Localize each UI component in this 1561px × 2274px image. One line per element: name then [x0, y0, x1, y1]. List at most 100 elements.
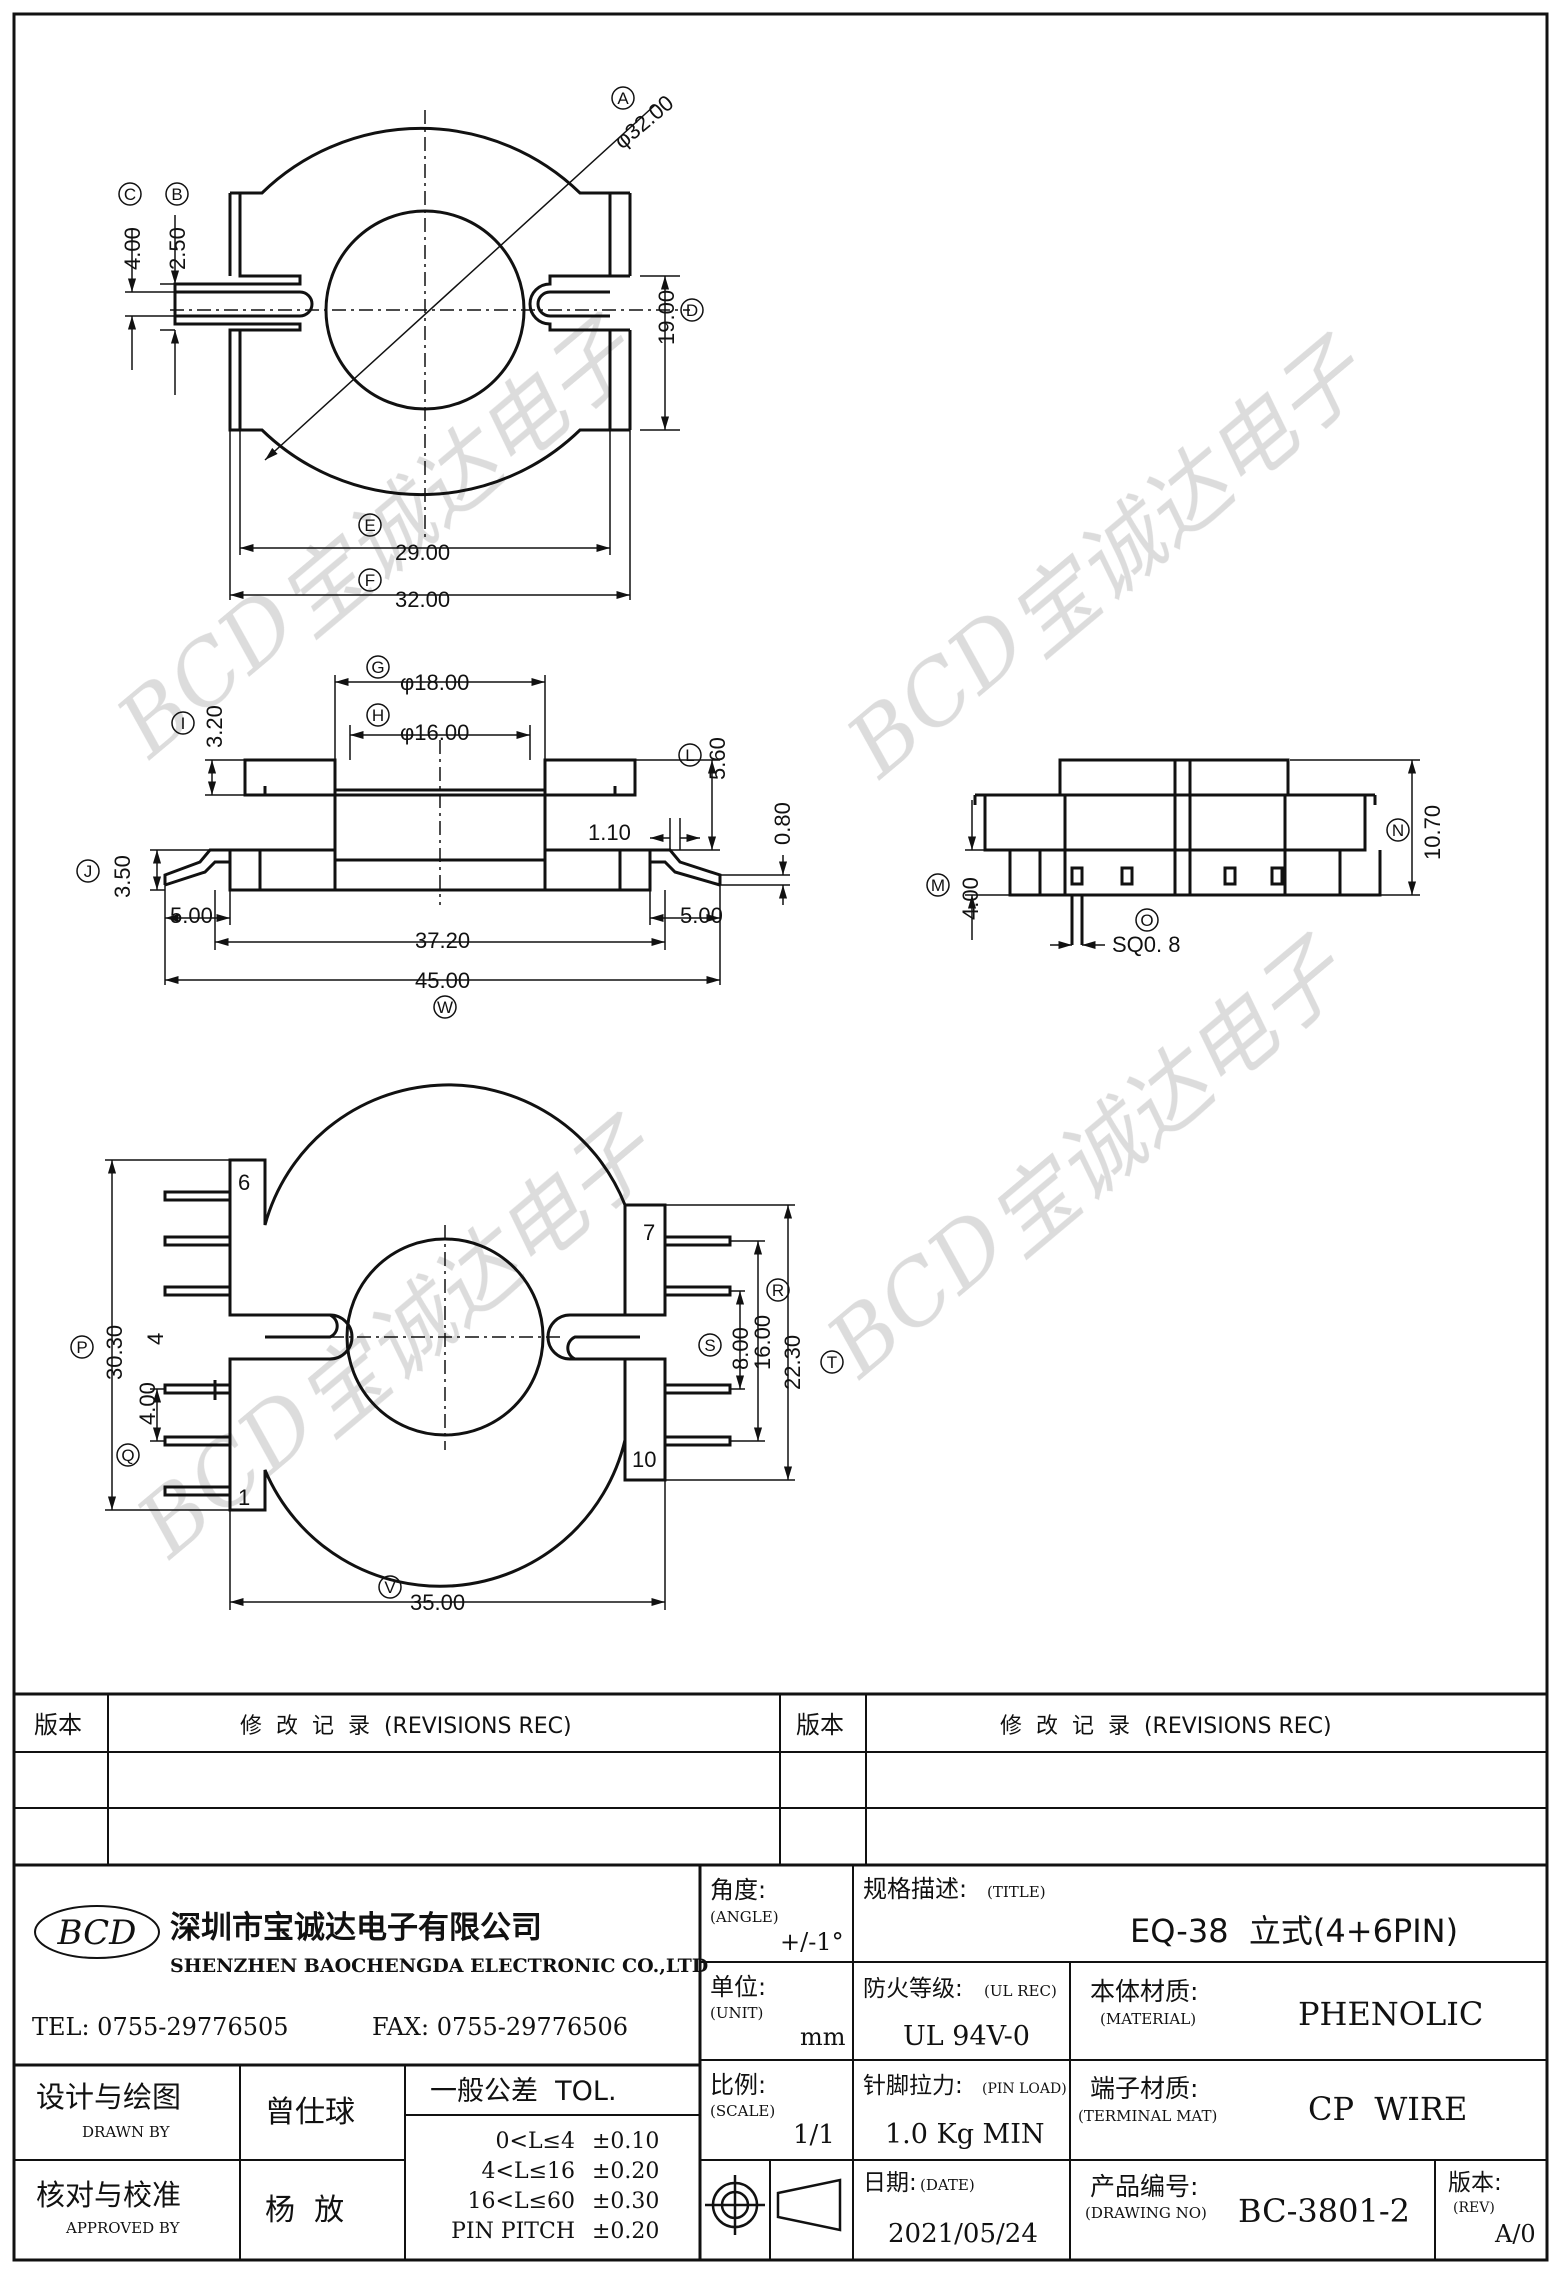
pin-7: 7 — [643, 1220, 655, 1245]
label-q: Q — [121, 1446, 134, 1465]
terminal-label: 端子材质: — [1090, 2074, 1198, 2103]
dim-45-00: 45.00 — [415, 968, 470, 993]
label-m: M — [931, 876, 945, 895]
checker-label: 核对与校准 — [36, 2178, 181, 2212]
dim-5-00-right: 5.00 — [680, 903, 723, 928]
dim-sq: SQ0. 8 — [1112, 932, 1180, 957]
side-view-dims — [150, 675, 790, 985]
label-n: N — [1392, 821, 1404, 840]
title-block-grid — [14, 1865, 1547, 2260]
designer-label-en: DRAWN BY — [82, 2123, 171, 2141]
company-name-cn: 深圳市宝诚达电子有限公司 — [170, 1910, 542, 1946]
side-view-labels: G φ18.00 H φ16.00 I 3.20 L 5.60 1.10 0.8… — [76, 655, 795, 1019]
angle-label: 角度: — [710, 1876, 766, 1904]
rev-record-header-right: 修 改 记 录 (REVISIONS REC) — [1000, 1714, 1332, 1739]
watermark-cn-3: 宝诚达电子 — [279, 1100, 677, 1456]
dim-16-00: 16.00 — [750, 1315, 775, 1370]
tol-range-3: PIN PITCH — [451, 2219, 575, 2244]
dim-4-00-bottom: 4.00 — [135, 1382, 160, 1425]
dim-dia18: φ18.00 — [400, 670, 469, 695]
angle-value: +/-1° — [780, 1928, 844, 1956]
tol-range-0: 0<L≤4 — [496, 2129, 575, 2154]
tolerance-title: 一般公差 TOL. — [430, 2076, 617, 2107]
label-v: V — [384, 1578, 396, 1597]
tol-range-1: 4<L≤16 — [482, 2159, 575, 2184]
checker-name: 杨 放 — [265, 2193, 344, 2228]
unit-label: 单位: — [710, 1973, 766, 2001]
rev-header-right: 版本 — [796, 1711, 844, 1739]
fire-value: UL 94V-0 — [903, 2021, 1030, 2052]
pinload-label-en: (PIN LOAD) — [982, 2081, 1067, 2097]
label-r: R — [772, 1281, 784, 1300]
scale-label: 比例: — [710, 2071, 766, 2099]
dim-37-20: 37.20 — [415, 928, 470, 953]
rev-record-header-left: 修 改 记 录 (REVISIONS REC) — [240, 1714, 572, 1739]
terminal-label-en: (TERMINAL MAT) — [1078, 2107, 1217, 2125]
dim-3-50: 3.50 — [110, 855, 135, 898]
pin-6: 6 — [238, 1170, 250, 1195]
dim-4-00-right: 4.00 — [958, 877, 983, 920]
drawno-value: BC-3801-2 — [1238, 2192, 1410, 2230]
title-label: 规格描述: — [863, 1875, 967, 1903]
logo-text: BCD — [57, 1913, 137, 1953]
label-a: A — [617, 89, 629, 108]
date-label: 日期: — [863, 2170, 917, 2196]
company-fax: FAX: 0755-29776506 — [372, 2013, 628, 2041]
drawno-label: 产品编号: — [1090, 2172, 1198, 2201]
label-o: O — [1140, 911, 1153, 930]
label-i: I — [181, 714, 186, 733]
dim-22-30: 22.30 — [780, 1335, 805, 1390]
watermark-cn-2: 宝诚达电子 — [989, 320, 1387, 676]
pin-10: 10 — [632, 1447, 656, 1472]
bottom-view-center — [330, 1225, 560, 1450]
material-value: PHENOLIC — [1298, 1995, 1483, 2033]
angle-label-en: (ANGLE) — [710, 1908, 779, 1926]
title-label-en: (TITLE) — [987, 1883, 1046, 1901]
tol-val-0: ±0.10 — [592, 2129, 659, 2154]
rev-label-en: (REV) — [1453, 2200, 1495, 2216]
revision-table — [14, 1692, 1547, 1867]
dim-5-00-left: 5.00 — [170, 903, 213, 928]
date-label-en: (DATE) — [920, 2176, 975, 2194]
unit-value: mm — [800, 2023, 846, 2051]
label-t: T — [827, 1353, 837, 1372]
label-l: L — [685, 746, 694, 765]
bottom-view-dims — [105, 1159, 795, 1610]
right-view — [973, 758, 1382, 945]
dim-35-00: 35.00 — [410, 1590, 465, 1615]
dim-8-00: 8.00 — [728, 1327, 753, 1370]
dim-3-20: 3.20 — [202, 705, 227, 748]
pin-4: 4 — [143, 1333, 168, 1345]
pinload-value: 1.0 Kg MIN — [885, 2119, 1045, 2150]
tol-range-2: 16<L≤60 — [468, 2189, 575, 2214]
watermark: BCD 宝诚达电子 BCD 宝诚达电子 BCD 宝诚达电子 BCD 宝诚达电子 — [98, 300, 1387, 1578]
dim-30-30: 30.30 — [102, 1325, 127, 1380]
tol-val-2: ±0.30 — [592, 2189, 659, 2214]
rev-label: 版本: — [1448, 2170, 1502, 2196]
watermark-cn: 宝诚达电子 — [259, 300, 657, 656]
designer-label: 设计与绘图 — [36, 2080, 181, 2114]
label-h: H — [372, 706, 384, 725]
label-e: E — [364, 516, 375, 535]
label-g: G — [371, 658, 384, 677]
dim-19-00: 19.00 — [654, 290, 679, 345]
dim-0-80: 0.80 — [770, 802, 795, 845]
side-view — [163, 758, 722, 892]
dim-4-00-top: 4.00 — [120, 227, 145, 270]
unit-label-en: (UNIT) — [710, 2004, 763, 2022]
company-name-en: SHENZHEN BAOCHENGDA ELECTRONIC CO.,LTD — [170, 1955, 708, 1977]
material-label: 本体材质: — [1090, 1977, 1198, 2006]
drawno-label-en: (DRAWING NO) — [1085, 2204, 1207, 2222]
tolerance-table: 0<L≤4 ±0.10 4<L≤16 ±0.20 16<L≤60 ±0.30 P… — [451, 2129, 659, 2244]
projection-symbol-icon — [705, 2175, 842, 2235]
rev-value: A/0 — [1494, 2220, 1536, 2248]
scale-value: 1/1 — [793, 2120, 835, 2150]
date-value: 2021/05/24 — [888, 2219, 1038, 2249]
dim-29-00: 29.00 — [395, 540, 450, 565]
dim-2-50: 2.50 — [165, 227, 190, 270]
bottom-view-labels: P 30.30 Q 4.00 R 16.00 S 8.00 T 22.30 V … — [70, 1278, 844, 1615]
tol-val-1: ±0.20 — [592, 2159, 659, 2184]
tol-val-3: ±0.20 — [592, 2219, 659, 2244]
dim-5-60: 5.60 — [705, 737, 730, 780]
